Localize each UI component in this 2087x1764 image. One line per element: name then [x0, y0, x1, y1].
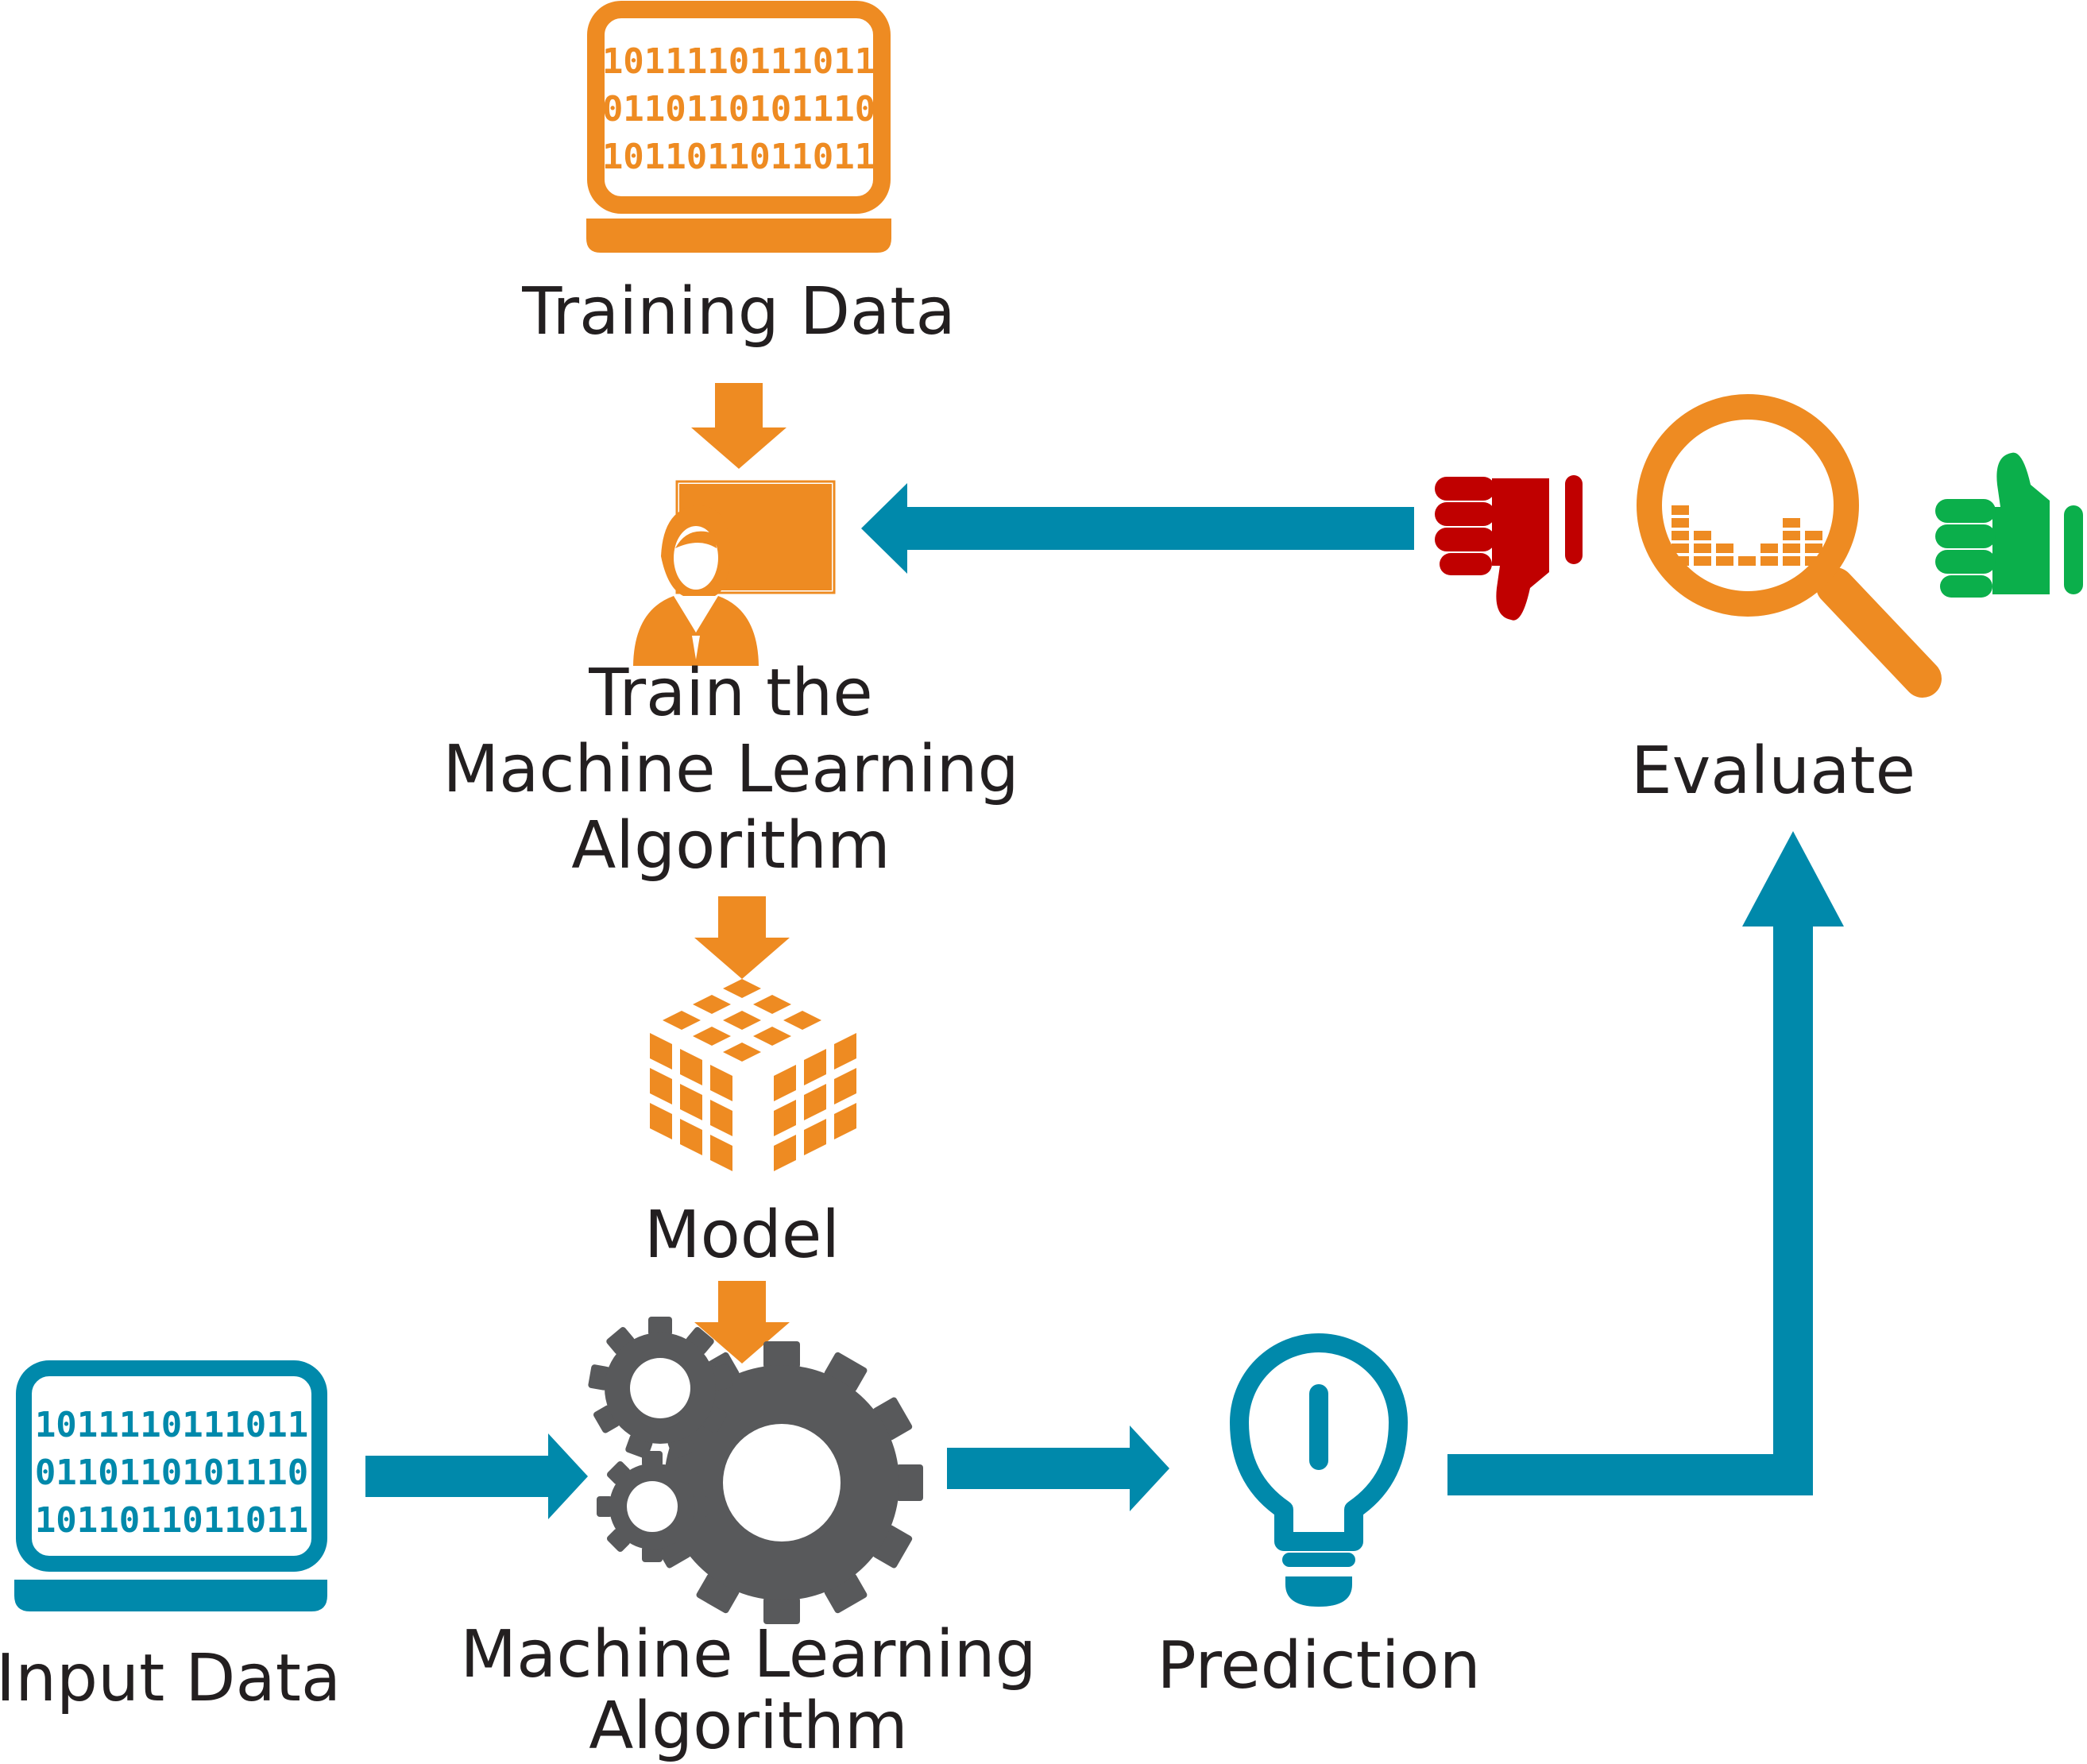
- training-data-label: Training Data: [521, 274, 955, 350]
- chart-cell: [1738, 556, 1756, 566]
- gear-tooth: [763, 1341, 800, 1368]
- chart-cell: [1672, 518, 1689, 528]
- gear-tooth: [674, 1528, 698, 1553]
- arrow-down-icon: [694, 896, 790, 979]
- gear-tooth: [763, 1597, 800, 1624]
- gear-tooth: [606, 1460, 631, 1485]
- arrow-down-icon: [691, 383, 786, 469]
- ml-algorithm-node: Machine Learning Algorithm: [460, 1317, 1037, 1764]
- chart-cell: [1805, 531, 1822, 540]
- prediction-node: Prediction: [1157, 1333, 1481, 1704]
- ml-algorithm-label-line-2: Algorithm: [589, 1689, 908, 1764]
- train-label-line-3: Algorithm: [571, 808, 891, 884]
- input-data-label: Input Data: [0, 1641, 341, 1716]
- connector-arrow-up: [1447, 831, 1844, 1495]
- chart-cell: [1672, 544, 1689, 553]
- chart-cell: [1760, 556, 1778, 566]
- ml-algorithm-label-line-1: Machine Learning: [460, 1617, 1036, 1692]
- teacher-at-board-icon: [633, 480, 836, 666]
- model-label: Model: [644, 1197, 840, 1273]
- gear-tooth: [872, 1397, 913, 1441]
- chart-cell: [1783, 556, 1800, 566]
- model-node: Model: [644, 979, 856, 1273]
- binary-line-1: 1011110111011: [35, 1405, 308, 1445]
- chart-cell: [1716, 544, 1733, 553]
- large-gear: [640, 1341, 923, 1624]
- train-label-line-1: Train the: [588, 656, 872, 731]
- lightbulb-icon: [1230, 1333, 1408, 1607]
- thumbs-up-icon: [1935, 452, 2083, 598]
- input-data-node: 1011110111011 0110110101110 101101101101…: [0, 1360, 341, 1716]
- chart-cell: [1672, 505, 1689, 515]
- chart-cell: [1672, 556, 1689, 566]
- chart-cell: [1694, 531, 1711, 540]
- gear-tooth: [597, 1496, 613, 1517]
- chart-cell: [1805, 544, 1822, 553]
- gear-tooth: [642, 1451, 663, 1467]
- evaluate-node: Evaluate: [1435, 394, 2083, 809]
- chart-cell: [1783, 518, 1800, 528]
- laptop-icon: [586, 1, 891, 253]
- gear-tooth: [824, 1573, 868, 1614]
- chart-cell: [1783, 531, 1800, 540]
- binary-text: 1011110111011 0110110101110 101101101101…: [35, 1405, 308, 1541]
- chart-cell: [1694, 544, 1711, 553]
- arrow-right-icon: [365, 1433, 588, 1519]
- prediction-label: Prediction: [1157, 1628, 1480, 1704]
- gear-tooth: [692, 1496, 708, 1517]
- bar-chart-icon: [1672, 505, 1822, 566]
- arrow-up-icon: [1742, 831, 1844, 926]
- chart-cell: [1805, 556, 1822, 566]
- cube-icon: [650, 979, 856, 1171]
- gear-tooth: [642, 1546, 663, 1562]
- evaluate-label: Evaluate: [1631, 733, 1915, 809]
- binary-line-3: 1011011011011: [35, 1500, 308, 1541]
- chart-cell: [1672, 531, 1689, 540]
- gear-tooth: [896, 1464, 923, 1501]
- arrow-right-icon: [947, 1426, 1169, 1511]
- arrow-left-icon: [861, 483, 1414, 574]
- thumbs-down-icon: [1435, 475, 1583, 621]
- small-gear: [597, 1451, 708, 1562]
- binary-line-3: 1011011011011: [602, 137, 875, 177]
- chart-cell: [1716, 556, 1733, 566]
- gear-tooth: [648, 1317, 672, 1336]
- gears-icon: [588, 1317, 923, 1624]
- binary-line-2: 0110110101110: [602, 89, 875, 130]
- upper-gear: [588, 1317, 732, 1459]
- gear-tooth: [606, 1528, 631, 1553]
- binary-text: 1011110111011 0110110101110 101101101101…: [602, 41, 875, 177]
- gear-tooth: [696, 1573, 740, 1614]
- chart-cell: [1760, 544, 1778, 553]
- train-label-line-2: Machine Learning: [443, 732, 1018, 807]
- train-algorithm-node: Train the Machine Learning Algorithm: [443, 480, 1019, 884]
- gear-tooth: [674, 1460, 698, 1485]
- gear-tooth: [606, 1327, 635, 1355]
- laptop-icon: [14, 1360, 327, 1611]
- chart-cell: [1694, 556, 1711, 566]
- gear-tooth: [588, 1364, 610, 1391]
- magnifier-chart-icon: [1637, 394, 1942, 698]
- binary-line-1: 1011110111011: [602, 41, 875, 82]
- gear-tooth: [824, 1352, 868, 1392]
- binary-line-2: 0110110101110: [35, 1453, 308, 1493]
- gear-tooth: [686, 1327, 714, 1355]
- training-data-node: 1011110111011 0110110101110 101101101101…: [521, 1, 956, 350]
- chart-cell: [1783, 544, 1800, 553]
- gear-tooth: [710, 1364, 732, 1391]
- gear-tooth: [872, 1525, 913, 1569]
